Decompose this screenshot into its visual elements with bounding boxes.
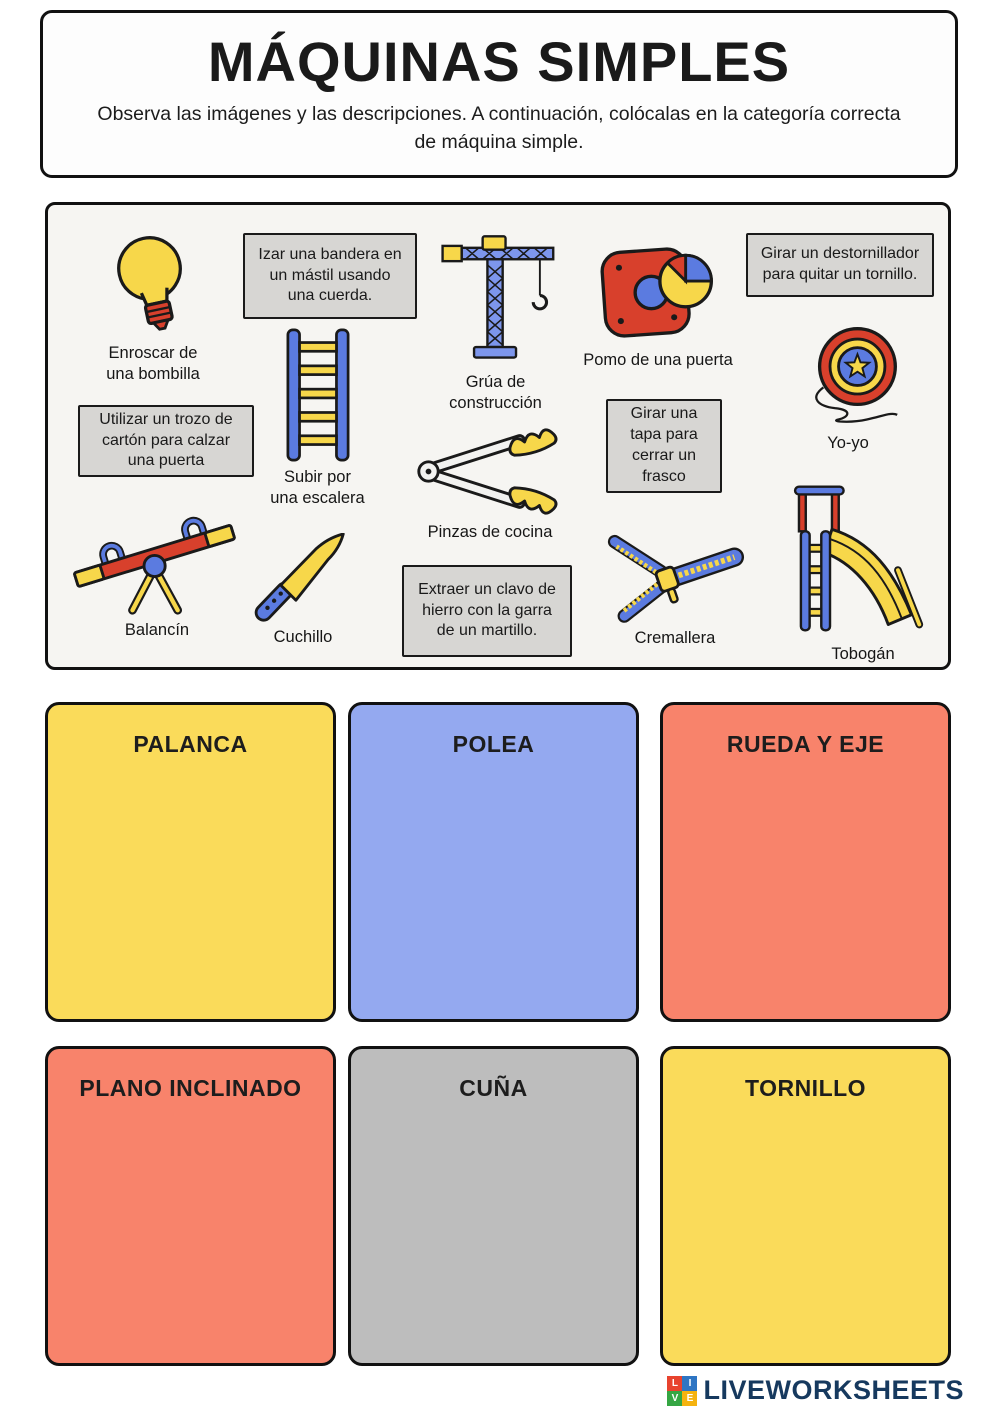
- liveworksheets-footer-link[interactable]: L I V E LIVEWORKSHEETS: [667, 1375, 964, 1406]
- bank-item-label: Pomo de una puerta: [583, 351, 733, 369]
- tongs-icon: [410, 425, 570, 518]
- bank-card-destornillador[interactable]: Girar un destornillador para quitar un t…: [746, 233, 934, 297]
- bank-item-label: Balancín: [124, 621, 190, 639]
- category-label-tornillo: TORNILLO: [744, 1075, 867, 1101]
- bank-item-grua[interactable]: Grúa de construcción: [428, 223, 563, 414]
- category-box-tornillo[interactable]: TORNILLO: [660, 1046, 951, 1366]
- lightbulb-icon: [78, 229, 228, 339]
- bank-item-label: Cuchillo: [273, 628, 333, 646]
- category-label-rueda-y-eje: RUEDA Y EJE: [726, 731, 885, 757]
- category-label-palanca: PALANCA: [133, 731, 248, 757]
- bank-card-clavo-martillo[interactable]: Extraer un clavo de hierro con la garra …: [402, 565, 572, 657]
- category-label-polea: POLEA: [452, 731, 535, 757]
- crane-icon: [428, 223, 563, 368]
- category-box-polea[interactable]: POLEA: [348, 702, 639, 1022]
- bank-item-cremallera[interactable]: Cremallera: [604, 525, 746, 649]
- seesaw-icon: [62, 489, 252, 616]
- bank-item-label: Tobogán: [831, 645, 895, 663]
- doorknob-icon: [568, 239, 748, 346]
- liveworksheets-logo-icon: L I V E: [667, 1375, 698, 1406]
- page-title: MÁQUINAS SIMPLES: [207, 30, 791, 93]
- yoyo-icon: [788, 323, 908, 429]
- bank-item-balancin[interactable]: Balancín: [62, 489, 252, 641]
- slide-icon: [788, 477, 938, 640]
- category-box-plano-inclinado[interactable]: PLANO INCLINADO: [45, 1046, 336, 1366]
- bank-item-label: Cremallera: [634, 629, 716, 647]
- category-box-palanca[interactable]: PALANCA: [45, 702, 336, 1022]
- bank-item-label: Subir por una escalera: [270, 468, 365, 508]
- page-subtitle: Observa las imágenes y las descripciones…: [97, 102, 901, 154]
- category-label-plano-inclinado: PLANO INCLINADO: [79, 1075, 302, 1101]
- bank-card-carton[interactable]: Utilizar un trozo de cartón para calzar …: [78, 405, 254, 477]
- ladder-icon: [270, 327, 365, 463]
- knife-icon: [252, 533, 354, 623]
- bank-item-escalera[interactable]: Subir por una escalera: [270, 327, 365, 509]
- bank-item-label: Enroscar de una bombilla: [106, 344, 200, 384]
- zipper-icon: [604, 525, 746, 624]
- category-label-cuna: CUÑA: [459, 1075, 528, 1101]
- header-panel: MÁQUINAS SIMPLES Observa las imágenes y …: [40, 10, 958, 178]
- bank-item-pomo[interactable]: Pomo de una puerta: [568, 239, 748, 371]
- category-box-cuna[interactable]: CUÑA: [348, 1046, 639, 1366]
- bank-item-tobogan[interactable]: Tobogán: [788, 477, 938, 665]
- bank-item-label: Yo-yo: [827, 434, 869, 452]
- bank-item-pinzas[interactable]: Pinzas de cocina: [410, 425, 570, 543]
- bank-item-label: Grúa de construcción: [449, 373, 542, 413]
- bank-card-izar-bandera[interactable]: Izar una bandera en un mástil usando una…: [243, 233, 417, 319]
- logo-letter: L: [667, 1375, 683, 1391]
- logo-letter: I: [682, 1375, 698, 1391]
- item-bank-panel: Enroscar de una bombilla Izar una bander…: [45, 202, 951, 670]
- bank-item-label: Pinzas de cocina: [427, 523, 553, 541]
- liveworksheets-wordmark: LIVEWORKSHEETS: [703, 1375, 964, 1405]
- bank-item-cuchillo[interactable]: Cuchillo: [252, 533, 354, 648]
- logo-letter: E: [682, 1390, 698, 1406]
- bank-item-yoyo[interactable]: Yo-yo: [788, 323, 908, 454]
- bank-card-tapa-frasco[interactable]: Girar una tapa para cerrar un frasco: [606, 399, 722, 493]
- bank-item-bombilla[interactable]: Enroscar de una bombilla: [78, 229, 228, 385]
- category-box-rueda-y-eje[interactable]: RUEDA Y EJE: [660, 702, 951, 1022]
- logo-letter: V: [667, 1390, 683, 1406]
